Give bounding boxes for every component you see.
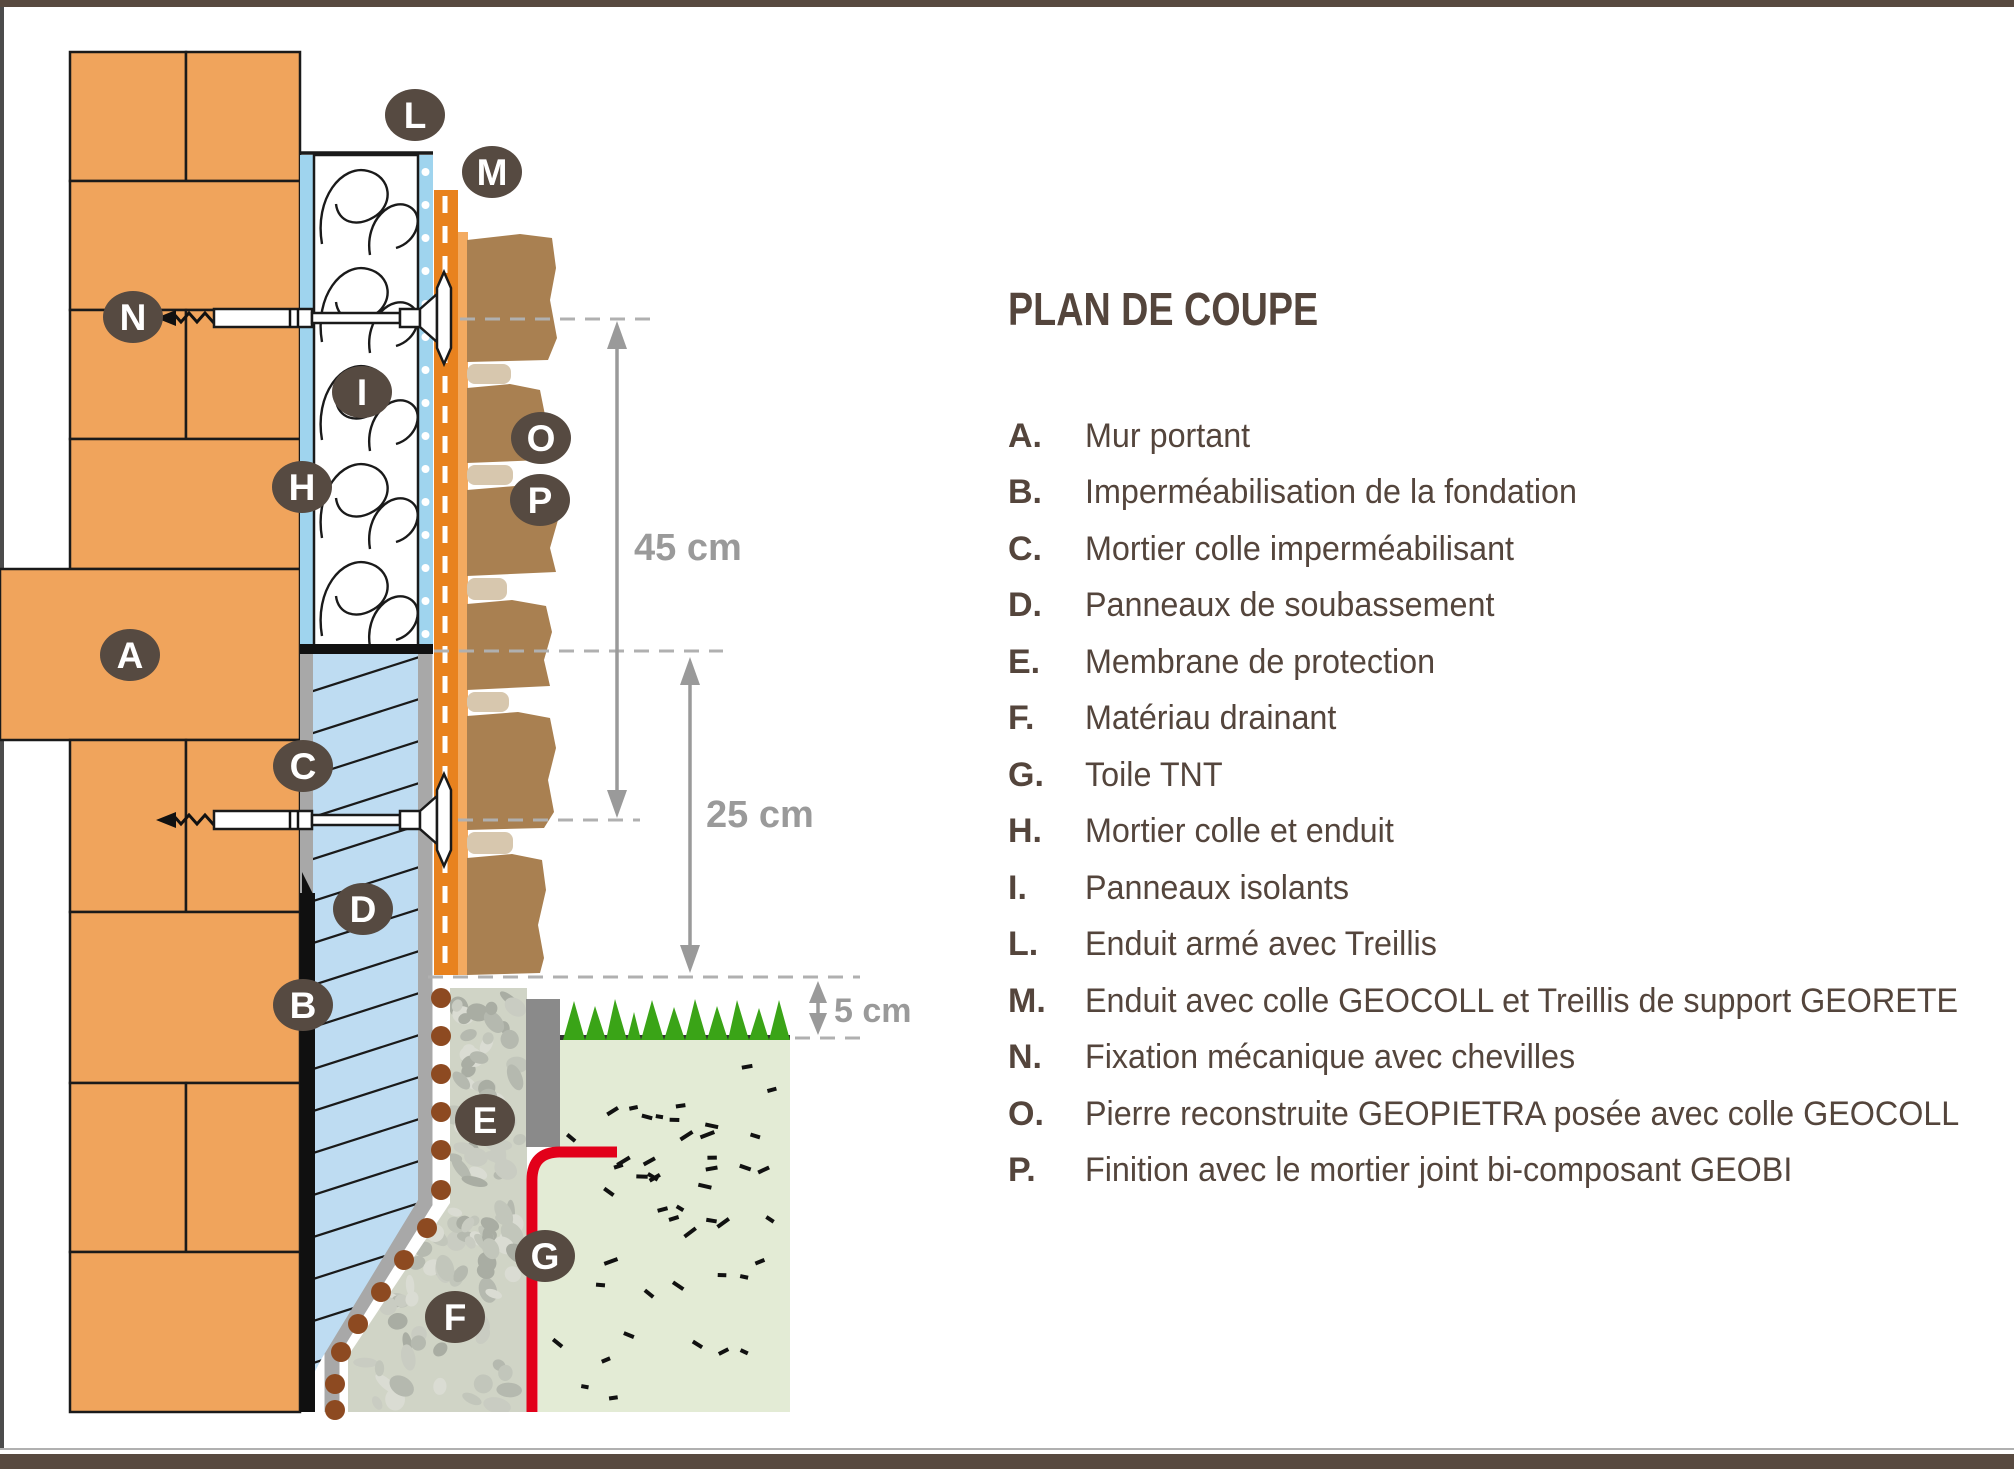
legend-item-O: O.Pierre reconstruite GEOPIETRA posée av… [1008, 1094, 1960, 1133]
svg-text:O: O [527, 418, 556, 459]
svg-text:45 cm: 45 cm [634, 527, 742, 569]
protection-membrane-bumps [325, 988, 451, 1420]
marker-C: C [273, 740, 333, 792]
legend-item-B: B.Imperméabilisation de la fondation [1008, 473, 1577, 512]
legend-items: A.Mur portant B.Imperméabilisation de la… [1008, 408, 2005, 1199]
tnt-fabric-line [526, 1146, 617, 1412]
svg-text:M: M [477, 152, 508, 193]
mortier-colle-layer [300, 155, 314, 649]
svg-text:G: G [531, 1236, 560, 1277]
svg-text:D: D [350, 889, 377, 930]
grass [563, 999, 790, 1040]
drainage-gravel [348, 988, 527, 1412]
svg-text:E: E [473, 1100, 498, 1141]
svg-text:25 cm: 25 cm [706, 794, 814, 836]
frame-bottom-bar [0, 1454, 2014, 1469]
svg-text:P: P [528, 480, 553, 521]
stone-cladding [467, 234, 558, 975]
legend-item-H: H.Mortier colle et enduit [1008, 812, 1394, 851]
svg-text:B: B [290, 985, 317, 1026]
legend-item-F: F.Matériau drainant [1008, 699, 1337, 738]
dimension-25cm: 25 cm [680, 657, 814, 973]
page-title: PLAN DE COUPE [1008, 283, 1319, 335]
svg-text:F: F [444, 1297, 467, 1338]
soil [538, 1040, 790, 1412]
svg-text:I: I [357, 372, 367, 413]
svg-text:C: C [290, 746, 317, 787]
marker-F: F [425, 1291, 485, 1343]
marker-D: D [333, 883, 393, 935]
svg-text:A: A [117, 635, 144, 676]
marker-N: N [103, 291, 163, 343]
legend-item-C: C.Mortier colle imperméabilisant [1008, 529, 1515, 568]
render-dots [421, 168, 430, 638]
concrete-curb [526, 999, 560, 1147]
marker-L: L [385, 89, 445, 141]
dimension-5cm: 5 cm [809, 981, 912, 1035]
dimension-45cm: 45 cm [607, 321, 742, 818]
legend-item-E: E.Membrane de protection [1008, 642, 1436, 681]
marker-B: B [273, 979, 333, 1031]
marker-P: P [510, 474, 570, 526]
marker-H: H [272, 461, 332, 513]
marker-A: A [100, 629, 160, 681]
legend-item-G: G.Toile TNT [1008, 755, 1223, 794]
frame-top-bar [0, 0, 2014, 7]
legend-item-L: L.Enduit armé avec Treillis [1008, 925, 1437, 964]
svg-text:5 cm: 5 cm [834, 992, 912, 1030]
frame-bottom-hairline [0, 1448, 2014, 1450]
stone-joints [467, 364, 513, 854]
brick-wall [0, 50, 302, 1414]
legend-item-D: D.Panneaux de soubassement [1008, 586, 1495, 625]
legend-item-N: N.Fixation mécanique avec chevilles [1008, 1038, 1576, 1077]
marker-O: O [511, 412, 571, 464]
legend-item-P: P.Finition avec le mortier joint bi-comp… [1008, 1151, 1793, 1190]
marker-I: I [332, 366, 392, 418]
legend-item-A: A.Mur portant [1008, 416, 1251, 455]
marker-E: E [455, 1094, 515, 1146]
svg-text:H: H [289, 467, 316, 508]
svg-text:N: N [120, 297, 147, 338]
marker-M: M [462, 146, 522, 198]
marker-G: G [515, 1230, 575, 1282]
legend-item-M: M.Enduit avec colle GEOCOLL et Treillis … [1008, 981, 1959, 1020]
svg-text:L: L [404, 95, 427, 136]
junction-bar [300, 644, 433, 654]
foundation-waterproofing [300, 872, 315, 1412]
legend-item-I: I.Panneaux isolants [1008, 868, 1349, 907]
